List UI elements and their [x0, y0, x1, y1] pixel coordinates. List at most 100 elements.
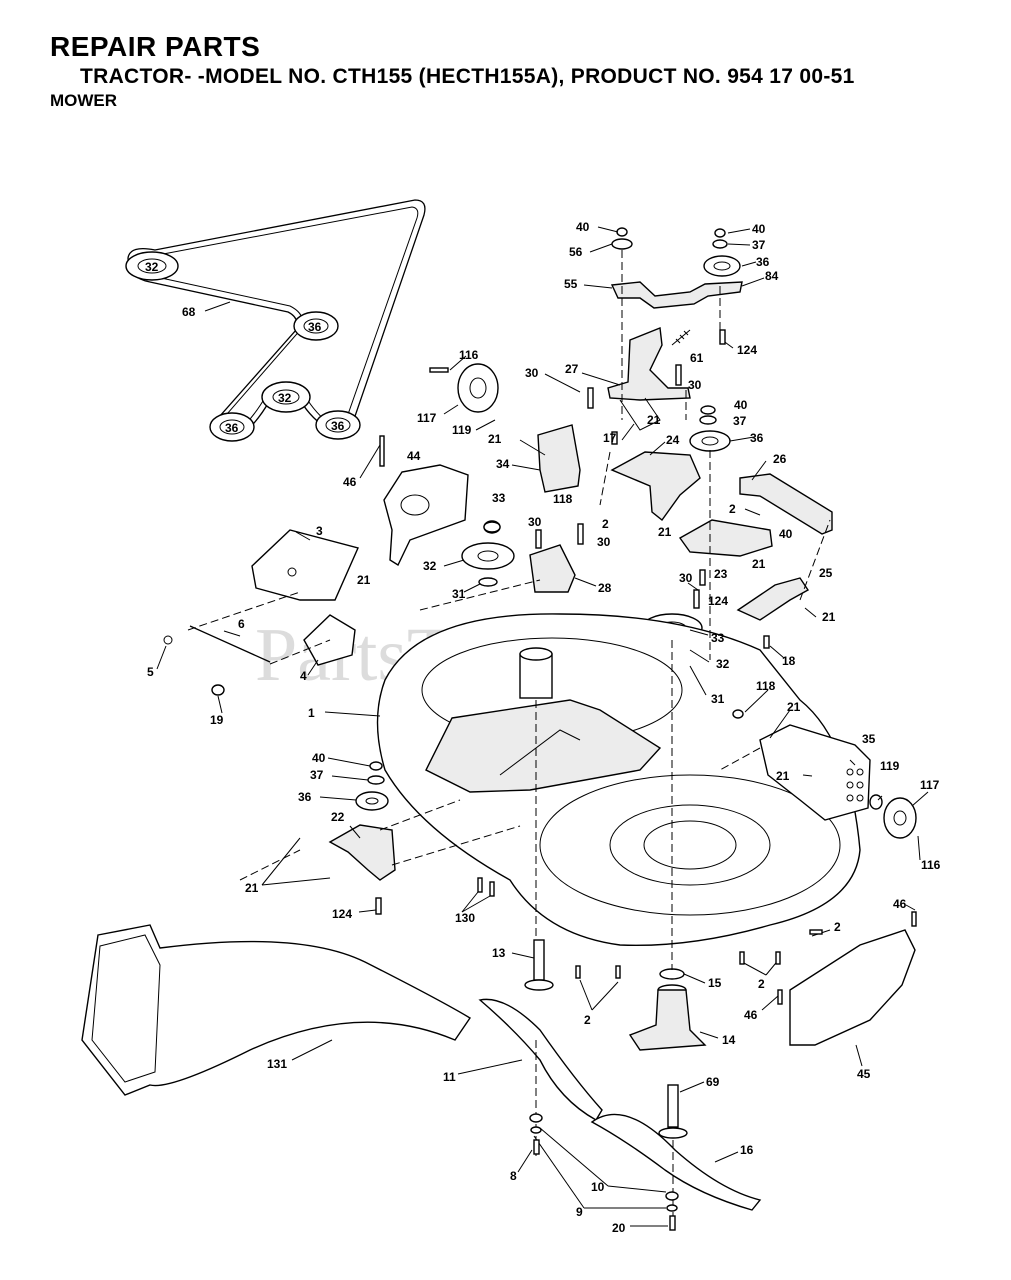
callout: 21 — [776, 769, 790, 783]
callout: 68 — [182, 305, 196, 319]
callout: 130 — [455, 911, 475, 925]
callout: 119 — [452, 423, 472, 437]
bracket-28 — [529, 544, 576, 593]
callout: 30 — [597, 535, 611, 549]
callout: 69 — [706, 1075, 720, 1089]
callout: 23 — [714, 567, 728, 581]
assembly-lines — [187, 250, 831, 1220]
bracket-34 — [537, 424, 581, 493]
callout: 55 — [564, 277, 578, 291]
bracket-22 — [328, 824, 396, 881]
callout: 131 — [267, 1057, 287, 1071]
callout: 30 — [679, 571, 693, 585]
link-rod-6 — [163, 625, 271, 663]
discharge-chute-131 — [81, 924, 471, 1096]
callout: 21 — [658, 525, 672, 539]
part-callouts: 68 40 56 40 37 36 84 55 124 61 116 30 27… — [147, 220, 941, 1235]
callout: 30 — [528, 515, 542, 529]
callout: 20 — [612, 1221, 626, 1235]
callout: 21 — [488, 432, 502, 446]
bracket-44 — [383, 464, 469, 567]
callout: 46 — [893, 897, 907, 911]
callout: 32 — [716, 657, 730, 671]
bracket-24 — [610, 451, 701, 522]
callout: 2 — [758, 977, 765, 991]
callout: 31 — [711, 692, 725, 706]
callout: 11 — [443, 1070, 456, 1084]
pulley-label: 36 — [308, 320, 322, 334]
callout: 8 — [510, 1169, 517, 1183]
callout: 116 — [921, 858, 941, 872]
callout: 37 — [733, 414, 747, 428]
callout: 16 — [740, 1143, 754, 1157]
callout: 6 — [238, 617, 245, 631]
spindle-13 — [524, 939, 554, 991]
callout: 124 — [708, 594, 728, 608]
callout: 40 — [752, 222, 766, 236]
pulley-label: 36 — [331, 419, 345, 433]
callout: 4 — [300, 669, 307, 683]
bracket-25 — [736, 577, 810, 621]
callout: 2 — [729, 502, 736, 516]
callout: 40 — [779, 527, 793, 541]
mower-deck-1 — [376, 613, 861, 947]
callout: 117 — [417, 411, 437, 425]
idler-bracket-27 — [607, 327, 691, 431]
callout: 15 — [708, 976, 722, 990]
callout: 35 — [862, 732, 876, 746]
pulley-label: 36 — [225, 421, 239, 435]
belt-pulleys: 32 36 32 36 36 — [125, 251, 361, 442]
callout: 26 — [773, 452, 787, 466]
callout: 14 — [722, 1033, 736, 1047]
idler-arm-55 — [610, 227, 743, 346]
callout: 40 — [312, 751, 326, 765]
callout: 46 — [744, 1008, 758, 1022]
callout: 21 — [752, 557, 766, 571]
callout: 21 — [822, 610, 836, 624]
callout: 13 — [492, 946, 506, 960]
callout: 61 — [690, 351, 704, 365]
callout: 36 — [298, 790, 312, 804]
callout: 31 — [452, 587, 466, 601]
callout: 124 — [737, 343, 757, 357]
callout: 21 — [245, 881, 259, 895]
callout: 124 — [332, 907, 352, 921]
callout: 17 — [603, 431, 617, 445]
callout: 46 — [343, 475, 357, 489]
callout: 10 — [591, 1180, 605, 1194]
callout: 37 — [310, 768, 324, 782]
callout: 25 — [819, 566, 833, 580]
callout: 27 — [565, 362, 579, 376]
callout: 18 — [782, 654, 796, 668]
deck-bracket-35 — [759, 724, 871, 821]
callout: 9 — [576, 1205, 583, 1219]
callout: 118 — [553, 492, 573, 506]
callout: 37 — [752, 238, 766, 252]
callout: 32 — [423, 559, 437, 573]
anti-scalp-wheels — [869, 794, 917, 839]
hardware — [211, 329, 917, 1231]
callout: 33 — [492, 491, 506, 505]
callout: 117 — [920, 778, 940, 792]
callout: 30 — [525, 366, 539, 380]
callout: 21 — [787, 700, 801, 714]
callout: 28 — [598, 581, 612, 595]
pulley-label: 32 — [278, 391, 292, 405]
page-header: REPAIR PARTS TRACTOR- -MODEL NO. CTH155 … — [50, 30, 855, 112]
callout: 36 — [750, 431, 764, 445]
callout: 21 — [647, 413, 661, 427]
callout: 40 — [576, 220, 590, 234]
callout: 19 — [210, 713, 224, 727]
callout: 21 — [357, 573, 371, 587]
bracket-23 — [678, 519, 773, 557]
spindle-housing-14 — [628, 968, 707, 1051]
bracket-3 — [251, 529, 359, 601]
callout: 22 — [331, 810, 345, 824]
deflector-45 — [789, 929, 916, 1046]
callout: 30 — [688, 378, 702, 392]
bracket-26 — [739, 473, 833, 535]
callout: 1 — [308, 706, 315, 720]
callout: 2 — [602, 517, 609, 531]
section-title: MOWER — [50, 91, 118, 110]
pulley-label: 32 — [145, 260, 159, 274]
